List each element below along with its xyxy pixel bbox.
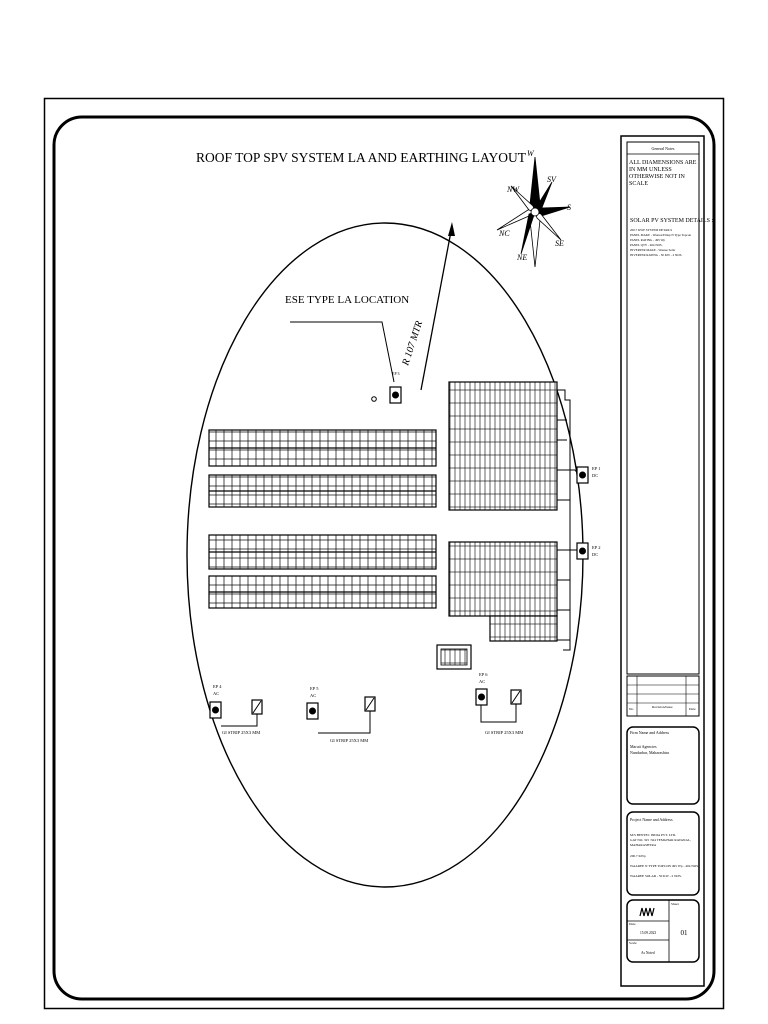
- detail-line: PANEL MAKE - Waaree/Elitep N Type Topcon: [630, 233, 691, 237]
- firm-line: Nandurbar, Maharashtra: [630, 750, 669, 756]
- project-line: WAAREE SOLAR - 50 KW - 2 NOS.: [630, 874, 682, 878]
- earth-pit-4: EP 4 AC GI STRIP 25X3 MM: [209, 684, 263, 735]
- ep4-type: AC: [213, 691, 219, 696]
- rev-col-no: No.: [629, 707, 634, 711]
- date-value: 15.09.2023: [640, 931, 656, 935]
- note-dimensions: ALL DIAMENSIONS ARE IN MM UNLESS OTHERWI…: [629, 160, 697, 187]
- strip-label-3: GI STRIP 25X3 MM: [485, 730, 523, 735]
- radius-arrowhead: [448, 222, 455, 236]
- ep1-type: DC: [592, 473, 598, 478]
- drawing-title: ROOF TOP SPV SYSTEM LA AND EARTHING LAYO…: [196, 150, 527, 165]
- project-line: M/S BENTEC INDIA PVT. LTD.: [630, 833, 676, 837]
- project-header: Project Name and Address: [630, 817, 673, 822]
- earth-pit-1: EP 1 DC: [576, 466, 600, 484]
- sheet-label: Sheet: [671, 902, 679, 906]
- detail-line: PANEL QTY - 404 NOS.: [630, 243, 663, 247]
- detail-line: INVERTER MAKE - Waaree Solar: [630, 248, 676, 252]
- detail-line: 200.7 KWP SYSTEM DETAILS: [630, 228, 672, 232]
- ep5-type: AC: [310, 693, 316, 698]
- firm-header: Firm Name and Address: [630, 730, 669, 735]
- ep1-id: EP 1: [592, 466, 600, 471]
- compass-e: S: [567, 203, 571, 212]
- details-header: SOLAR PV SYSTEM DETAILS :: [630, 218, 713, 224]
- scale-label: Scale: [629, 941, 637, 945]
- compass-s: NE: [516, 253, 527, 262]
- panel-block-lower: [448, 541, 558, 617]
- strip-label-2: GI STRIP 25X3 MM: [330, 738, 368, 743]
- compass-nw: NW: [506, 185, 520, 194]
- ep3-label: EP 3: [392, 371, 400, 376]
- compass-se: SE: [555, 239, 564, 248]
- project-line: GAT NO. 325 /324 TEMGHAR RAVANAL,: [630, 838, 691, 843]
- panel-block-upper: [448, 381, 558, 511]
- inner-frame: [52, 115, 716, 1001]
- compass-sw: NC: [498, 229, 510, 238]
- compass-n: W: [527, 149, 535, 158]
- project-line: WAAREE N TYPE TOPCON 495 Wp - 404 NOS.: [630, 864, 699, 868]
- date-label: Date: [629, 922, 636, 926]
- ep2-type: DC: [592, 552, 598, 557]
- radius-line: [420, 225, 453, 391]
- detail-line: INVERTER RATING - 50 KW - 2 NOS.: [630, 253, 682, 257]
- compass-rose: W SV S SE NE NC NW N: [496, 149, 571, 268]
- ep6-type: AC: [479, 679, 485, 684]
- compass-ne: SV: [547, 175, 557, 184]
- la-leader-line: [290, 321, 395, 383]
- scale-value: As Noted: [641, 951, 655, 955]
- right-panel-arrays: [436, 381, 558, 670]
- signature-scribble: [639, 907, 655, 917]
- la-pole: [371, 396, 377, 402]
- left-panel-arrays: [208, 429, 437, 609]
- panel-block-lower-tail: [489, 615, 558, 642]
- ep6-id: EP 6: [479, 672, 488, 677]
- detail-line: PANEL RATING - 495 Wp: [630, 238, 666, 242]
- strip-label-1: GI STRIP 25X3 MM: [222, 730, 260, 735]
- project-line: MAHARASHTRA: [630, 843, 657, 847]
- ep2-id: EP 2: [592, 545, 600, 550]
- sheet-number: 01: [681, 929, 689, 937]
- ep5-id: EP 5: [310, 686, 319, 691]
- rev-col-date: Date: [689, 707, 696, 711]
- earth-pit-2: EP 2 DC: [576, 542, 600, 560]
- earth-pit-6: EP 6 AC GI STRIP 25X3 MM: [475, 672, 523, 735]
- la-location-label: ESE TYPE LA LOCATION: [285, 294, 409, 306]
- rev-col-desc: Revision/Issue: [652, 705, 673, 709]
- general-notes-header: General Notes: [652, 146, 675, 151]
- project-line: 200.7 KWp: [630, 854, 646, 858]
- firm-line: Maruti Agencies: [630, 744, 657, 749]
- ep4-id: EP 4: [213, 684, 222, 689]
- title-block: General Notes ALL DIAMENSIONS ARE IN MM …: [620, 135, 713, 987]
- earth-pit-5: EP 5 AC GI STRIP 25X3 MM: [306, 686, 376, 743]
